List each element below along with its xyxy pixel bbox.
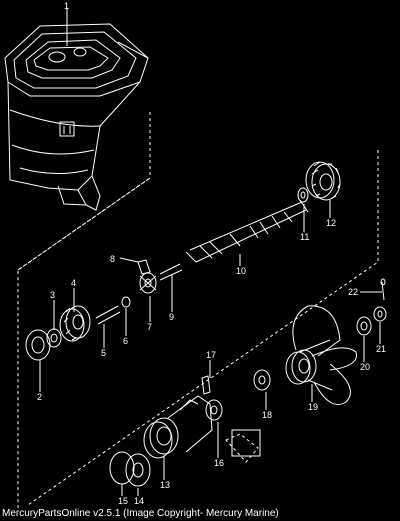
callout-18: 18 [262,410,272,420]
callout-15: 15 [118,496,128,506]
callout-10: 10 [236,266,246,276]
callout-6: 6 [123,336,128,346]
callout-16: 16 [214,458,224,468]
callout-14: 14 [134,496,144,506]
callout-13: 13 [160,480,170,490]
copyright-caption: MercuryPartsOnline v2.5.1 (Image Copyrig… [2,508,279,519]
callout-4: 4 [71,278,76,288]
propeller-shaft [185,199,309,263]
callout-22: 22 [348,287,358,297]
callout-numbers: 1 2 3 4 5 6 7 8 9 10 11 12 13 14 15 16 1… [37,1,386,506]
prop-nut-group [356,278,387,336]
callout-leaders [39,8,382,496]
bearing-carrier-group [109,369,271,487]
clutch-and-pin [137,259,183,294]
callout-7: 7 [147,322,152,332]
housing-assembly-frame [17,112,379,508]
callout-8: 8 [110,254,115,264]
callout-9: 9 [169,312,174,322]
callout-11: 11 [300,232,309,242]
reverse-gear [305,161,341,201]
callout-1: 1 [64,1,69,11]
forward-gear-bearing-group [25,296,131,361]
callout-2: 2 [37,392,42,402]
callout-12: 12 [326,218,336,228]
propeller [285,305,357,405]
thrust-washer [297,187,309,203]
gear-housing [4,23,149,211]
callout-21: 21 [376,344,386,354]
callout-19: 19 [308,402,318,412]
callout-17: 17 [206,350,216,360]
callout-3: 3 [50,290,55,300]
callout-20: 20 [360,362,370,372]
callout-5: 5 [101,348,106,358]
